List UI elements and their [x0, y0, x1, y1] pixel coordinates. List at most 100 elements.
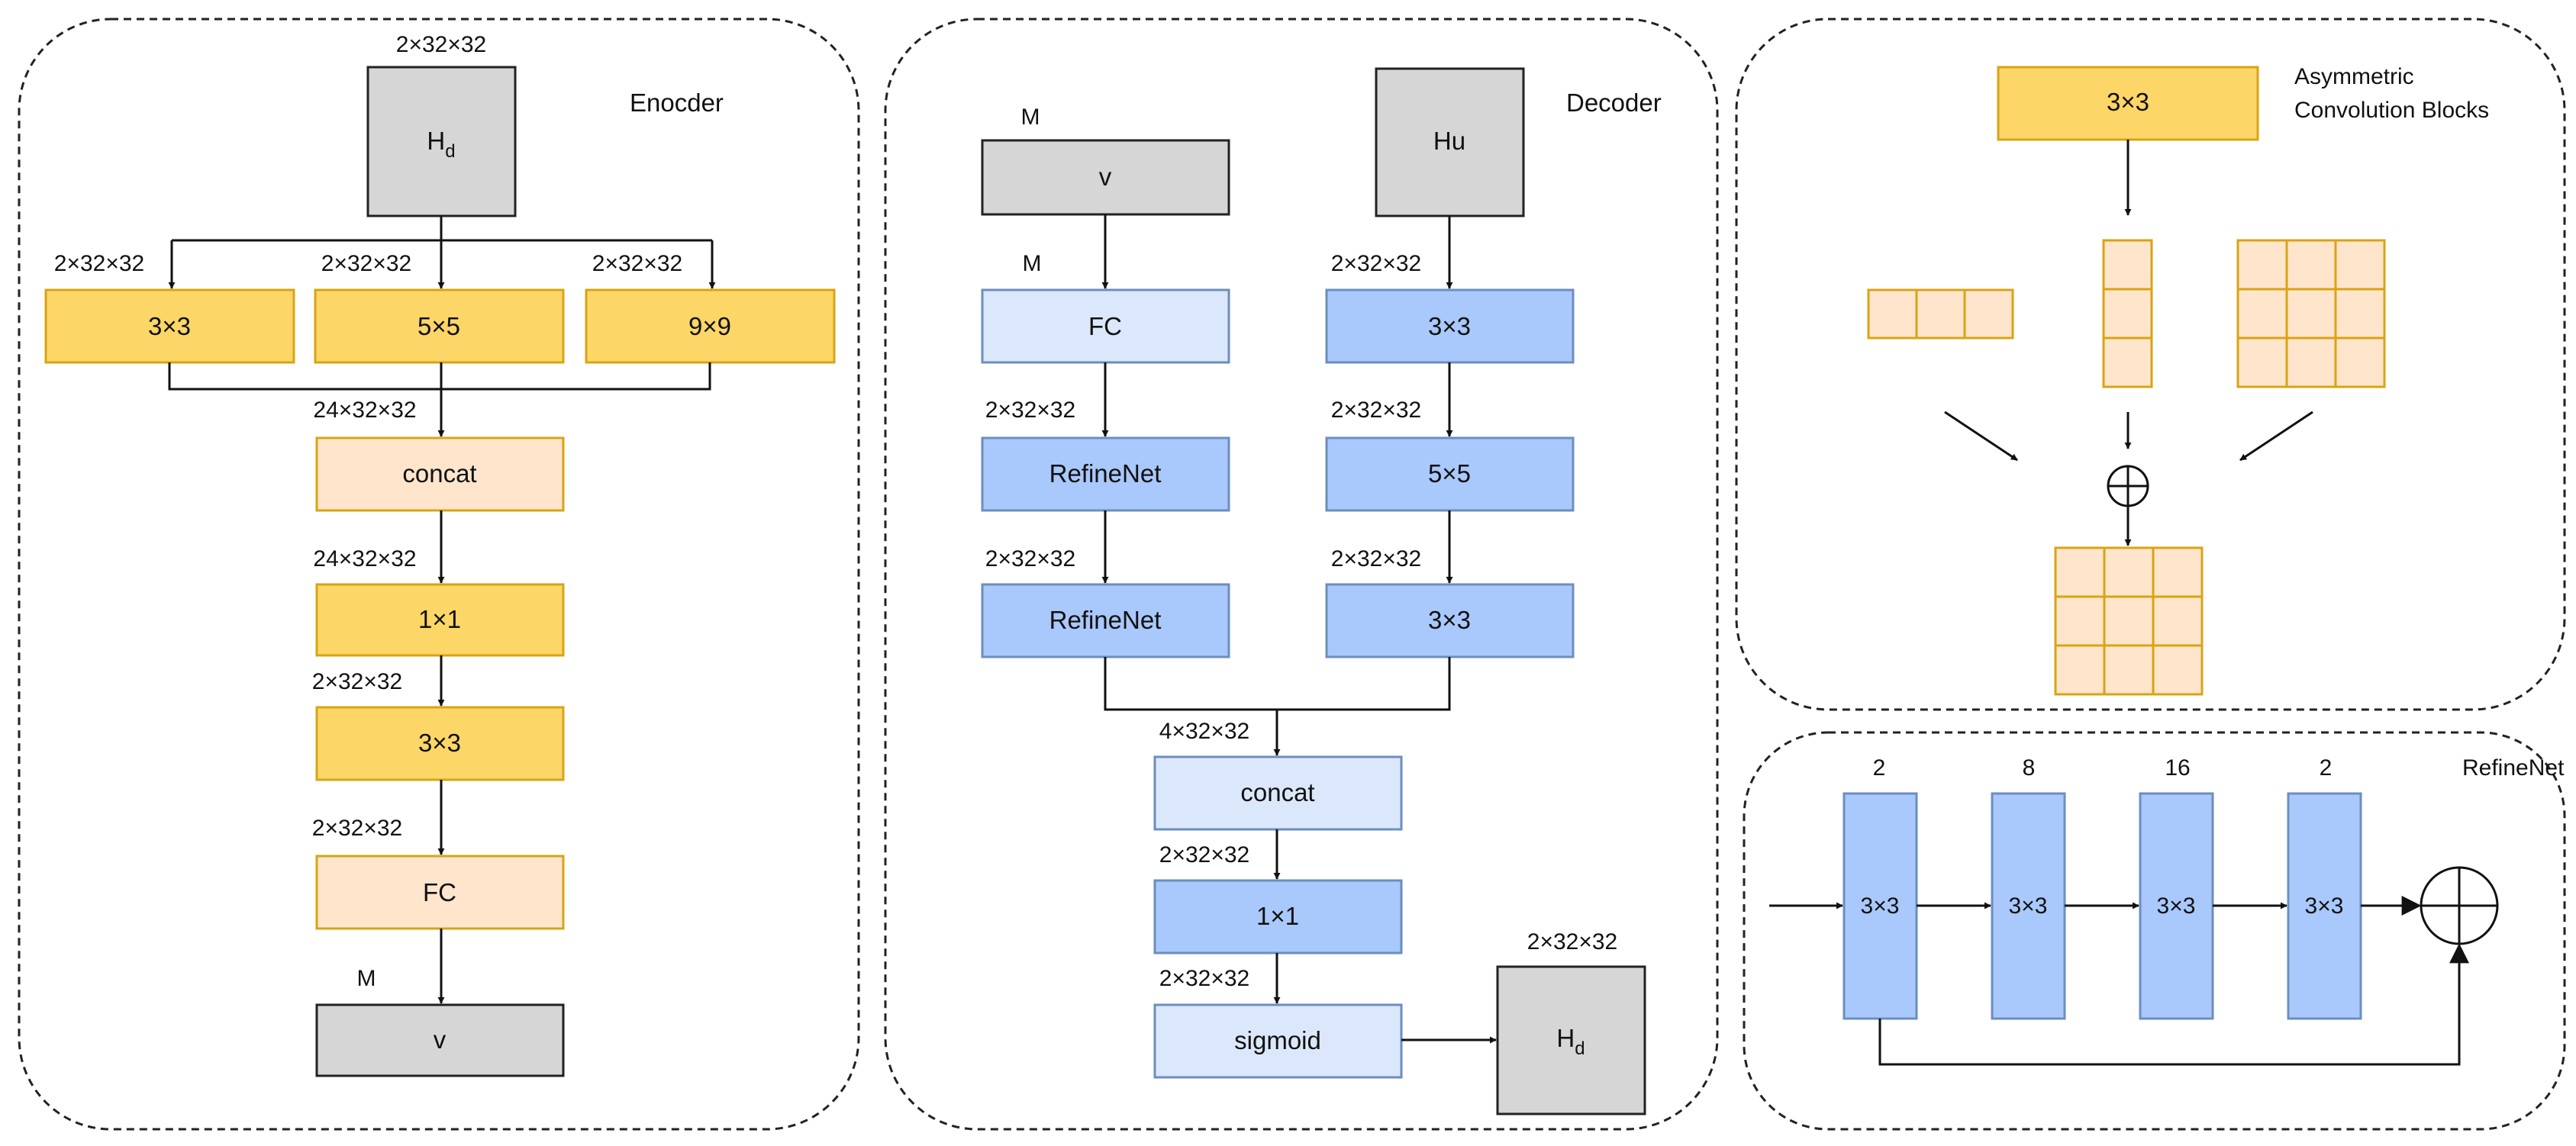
decoder-sigmoid-dim: 2×32×32 [1159, 966, 1249, 991]
encoder-conv2-dim: 2×32×32 [312, 669, 402, 694]
encoder-branch3-dim: 2×32×32 [592, 251, 682, 276]
encoder-branch1-dim: 2×32×32 [54, 251, 144, 276]
encoder-branch1-box [44, 288, 295, 364]
decoder-r1-label: 3×3 [1428, 312, 1471, 340]
decoder-concat-dim: 4×32×32 [1159, 719, 1249, 744]
decoder-r3-box [1325, 583, 1575, 658]
encoder-input-label: Hd [427, 127, 455, 162]
acb-top-label: 3×3 [2107, 88, 2149, 116]
acb-kernel-3x3 [2236, 239, 2386, 388]
encoder-concat-dim: 24×32×32 [313, 398, 416, 423]
decoder-r3-label: 3×3 [1428, 606, 1471, 634]
decoder-fc-box [981, 288, 1230, 364]
decoder-hu-box [1375, 67, 1525, 217]
acb: Asymmetric Convolution Blocks 3×3 [1867, 64, 2489, 696]
encoder-panel [18, 18, 860, 1131]
decoder-sigmoid-box [1153, 1003, 1403, 1079]
encoder-concat-box [315, 436, 565, 512]
decoder-r1-box [1325, 288, 1575, 364]
encoder-merge-line [168, 362, 711, 391]
encoder-input-dim: 2×32×32 [396, 32, 486, 57]
encoder-branch2-dim: 2×32×32 [321, 251, 411, 276]
encoder-input-box [366, 66, 517, 217]
refinenet-channel-1: 2 [1873, 755, 1886, 781]
acb-title-line1: Asymmetric [2294, 64, 2414, 89]
decoder-conv-dim: 2×32×32 [1159, 842, 1249, 868]
encoder-conv2-box [315, 706, 565, 781]
decoder-merge-line [1104, 657, 1451, 711]
decoder-hu-label: Hu [1433, 127, 1465, 155]
decoder-r2-box [1325, 436, 1575, 512]
decoder-refine2-box [981, 583, 1230, 658]
refinenet-channel-4: 2 [2320, 755, 2333, 781]
refinenet-channel-3: 16 [2165, 755, 2190, 781]
refinenet: RefineNet 2 8 16 2 3×3 3×3 3×3 3×3 [1769, 755, 2565, 1066]
acb-kernel-output [2054, 546, 2204, 696]
decoder-out-dim: 2×32×32 [1527, 929, 1617, 954]
encoder-out-box [315, 1003, 565, 1077]
refinenet-layer-4-label: 3×3 [2305, 893, 2344, 919]
encoder-out-label: v [434, 1025, 447, 1054]
decoder-refine1-label: RefineNet [1049, 459, 1162, 488]
acb-add-icon [2107, 465, 2149, 507]
refinenet-layer-3 [2139, 792, 2214, 1020]
decoder-refine2-dim: 2×32×32 [985, 546, 1075, 571]
decoder-v-label: v [1099, 163, 1112, 191]
refinenet-channel-2: 8 [2023, 755, 2036, 781]
decoder-refine1-box [981, 436, 1230, 512]
acb-arrow-left [1944, 410, 2018, 462]
decoder-refine2-label: RefineNet [1049, 606, 1162, 634]
encoder-conv2-label: 3×3 [418, 729, 461, 757]
refinenet-layer-1-label: 3×3 [1861, 893, 1900, 919]
acb-kernel-3x1 [2102, 239, 2153, 388]
decoder-concat-box [1153, 755, 1403, 831]
refinenet-panel [1743, 731, 2566, 1131]
acb-kernel-1x3 [1867, 288, 2014, 340]
encoder-branch3-box [585, 288, 836, 364]
decoder-refine1-dim: 2×32×32 [985, 398, 1075, 423]
encoder-branch2-label: 5×5 [418, 312, 460, 340]
refinenet-layer-2 [1991, 792, 2066, 1020]
encoder-fc-dim: 2×32×32 [312, 816, 402, 841]
decoder-out-label: Hd [1556, 1024, 1585, 1059]
acb-panel [1735, 18, 2566, 711]
encoder-title: Enocder [630, 89, 724, 117]
decoder-fc-label: FC [1088, 312, 1122, 340]
encoder-branch1-label: 3×3 [148, 312, 191, 340]
refinenet-title: RefineNet [2462, 755, 2565, 781]
decoder-conv-label: 1×1 [1256, 902, 1299, 930]
refinenet-layer-3-label: 3×3 [2157, 893, 2196, 919]
encoder-split-line [172, 216, 712, 242]
encoder-concat-label: concat [402, 459, 476, 488]
refinenet-layer-2-label: 3×3 [2009, 893, 2048, 919]
decoder: Decoder M v Hu M FC 2×32×32 RefineNet 2×… [981, 67, 1662, 1115]
acb-arrow-right [2239, 410, 2313, 462]
decoder-out-box [1496, 965, 1646, 1115]
decoder-v-dim: M [1021, 105, 1040, 130]
decoder-conv-box [1153, 879, 1403, 954]
refinenet-layer-4 [2287, 792, 2362, 1020]
decoder-title: Decoder [1566, 89, 1662, 117]
encoder-conv1-label: 1×1 [418, 605, 461, 633]
decoder-r2-dim: 2×32×32 [1331, 398, 1421, 423]
acb-title-line2: Convolution Blocks [2294, 98, 2489, 123]
decoder-r2-label: 5×5 [1428, 459, 1471, 488]
decoder-sigmoid-label: sigmoid [1234, 1026, 1321, 1054]
decoder-r3-dim: 2×32×32 [1331, 546, 1421, 571]
encoder-fc-box [315, 855, 565, 930]
encoder-conv1-dim: 24×32×32 [313, 546, 416, 571]
refinenet-skip-line [1878, 943, 2469, 1066]
encoder-branch3-label: 9×9 [688, 312, 731, 340]
encoder-fc-label: FC [423, 878, 456, 906]
encoder-branch2-box [314, 288, 565, 364]
refinenet-add-icon [2420, 866, 2499, 945]
refinenet-layer-1 [1843, 792, 1918, 1020]
decoder-fc-dim: M [1023, 251, 1042, 276]
decoder-v-box [981, 139, 1230, 216]
decoder-r1-dim: 2×32×32 [1331, 251, 1421, 276]
encoder-out-dim: M [357, 966, 376, 991]
decoder-concat-label: concat [1240, 778, 1314, 806]
encoder: Enocder 2×32×32 Hd 2×32×32 2×32×32 2×32×… [44, 32, 836, 1077]
decoder-panel [884, 18, 1719, 1131]
